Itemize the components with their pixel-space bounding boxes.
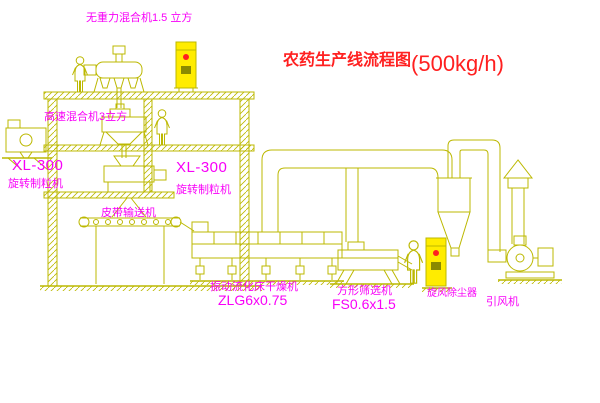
label-fan: 引风机 (486, 296, 519, 308)
label-granulator-mid-model: XL-300 (176, 159, 228, 176)
cyclone-outlet-pipe (447, 139, 507, 263)
granulator-mid (103, 155, 167, 218)
label-dryer: 振动流化床干燥机 (210, 281, 298, 293)
label-granulator-mid-name: 旋转制粒机 (176, 184, 231, 196)
cyclone-dust-collector (436, 177, 472, 257)
worker-figure-floor (154, 109, 170, 146)
label-dryer-model: ZLG6x0.75 (218, 292, 288, 308)
label-cyclone: 旋风除尘器 (427, 288, 477, 299)
worker-figure-sieve (404, 240, 424, 284)
building-structure (40, 91, 262, 291)
exhaust-stack (502, 159, 534, 244)
exhaust-duct (261, 149, 453, 242)
zero-gravity-mixer (83, 45, 145, 108)
label-zero-gravity-mixer: 无重力混合机1.5 立方 (86, 12, 193, 24)
diagram-title-text: 农药生产线流程图 (283, 52, 412, 69)
worker-figure-roof (72, 56, 88, 93)
control-cabinet-roof (174, 41, 198, 92)
diagram-title-capacity: (500kg/h) (411, 51, 504, 76)
label-belt-conveyor: 皮带输送机 (101, 207, 156, 219)
label-granulator-left-model: XL-300 (12, 157, 64, 174)
control-cabinet-ground (422, 237, 452, 292)
fluidized-bed-dryer (190, 221, 344, 285)
label-granulator-left-name: 旋转制粒机 (8, 178, 63, 190)
square-sieve (330, 241, 414, 288)
belt-conveyor (78, 216, 195, 284)
label-sieve: 方形筛选机 (337, 285, 392, 297)
label-high-speed-mixer: 高速混合机3立方 (44, 111, 128, 123)
induced-draft-fan (498, 235, 562, 284)
granulator-left (2, 119, 52, 171)
diagram-title: 农药生产线流程图(500kg/h) (283, 46, 504, 77)
label-sieve-model: FS0.6x1.5 (332, 296, 396, 312)
high-speed-mixer (99, 103, 149, 158)
